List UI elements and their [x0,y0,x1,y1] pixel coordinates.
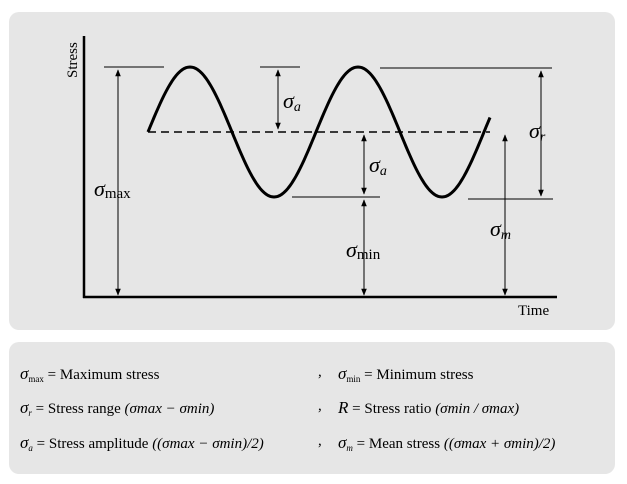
y-axis-label: Stress [65,42,81,78]
x-axis-label: Time [518,303,549,319]
legend-row-1: σmax = Maximum stress , σmin = Minimum s… [0,364,606,394]
sigma-max-label: σmax [94,176,131,202]
legend-sigma-r: σr = Stress range (σmax − σmin) [20,398,215,418]
legend-panel [9,342,615,474]
sigma-m-label: σm [490,216,511,243]
sigma-min-label: σmin [346,237,381,263]
sigma-a-upper-label: σa [283,88,301,115]
legend-separator: , [318,433,322,449]
legend-sigma-max: σmax = Maximum stress [20,364,160,384]
legend-sigma-a: σa = Stress amplitude ((σmax − σmin)/2) [20,433,264,453]
legend-separator: , [318,364,322,380]
legend-sigma-min: σmin = Minimum stress [338,364,474,384]
sigma-r-label: σr [529,118,546,145]
diagram-panel [9,12,615,330]
sigma-a-lower-label: σa [369,152,387,179]
legend-row-3: σa = Stress amplitude ((σmax − σmin)/2) … [0,433,606,463]
stress-time-diagram: Stress Time σmax σa σa σr σm σmin [65,36,557,319]
legend-sigma-m: σm = Mean stress ((σmax + σmin)/2) [338,433,556,453]
stress-wave [146,65,492,199]
legend-separator: , [318,398,322,414]
legend-stress-ratio: R = Stress ratio (σmin / σmax) [338,398,520,417]
legend-row-2: σr = Stress range (σmax − σmin) , R = St… [0,398,606,428]
